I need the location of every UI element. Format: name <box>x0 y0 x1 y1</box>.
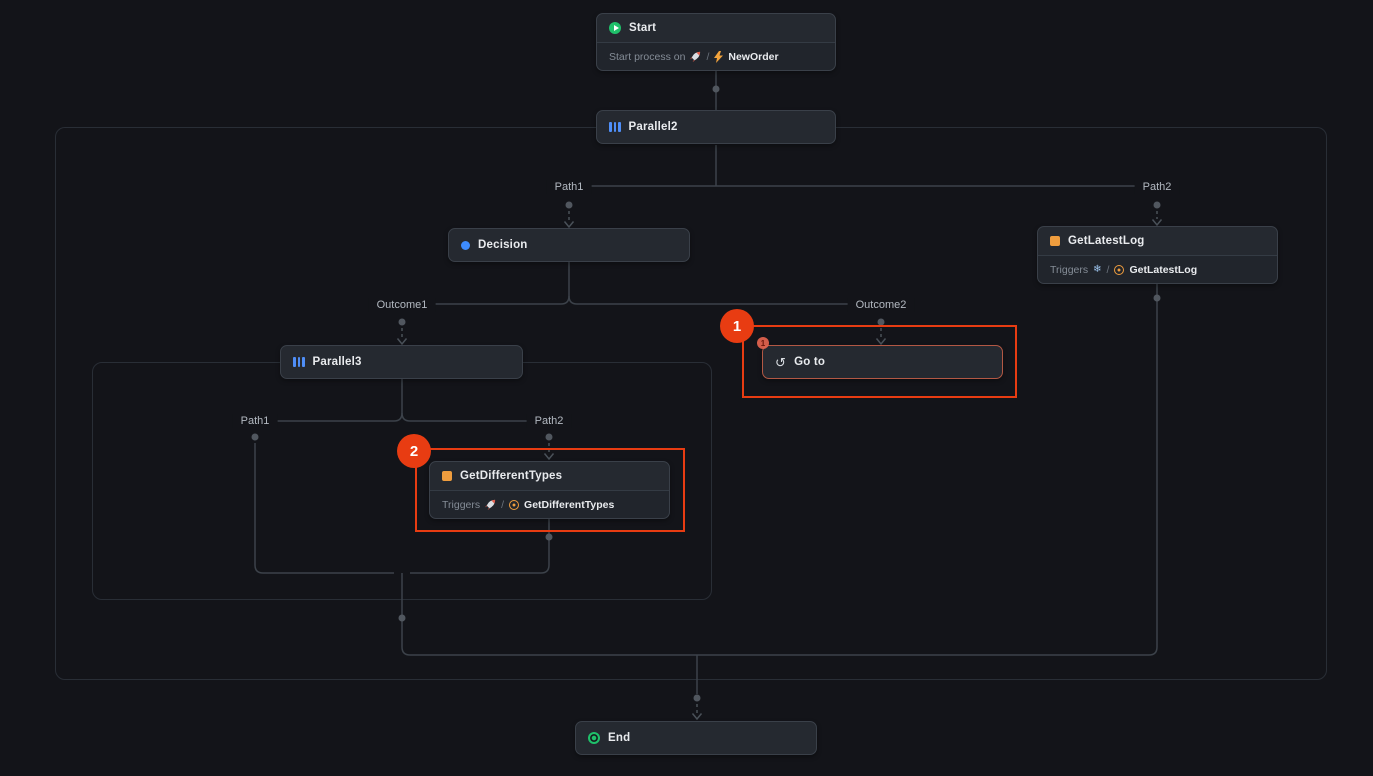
node-getlatestlog[interactable]: GetLatestLog Triggers ❄ / GetLatestLog <box>1037 226 1278 284</box>
start-subtitle-value: NewOrder <box>728 50 779 63</box>
edge-label-outcome2: Outcome2 <box>847 298 915 312</box>
node-parallel2-title: Parallel2 <box>628 121 678 133</box>
edge-label-path2: Path2 <box>1134 180 1180 194</box>
action-square-icon <box>1050 236 1060 246</box>
getlatestlog-separator: / <box>1106 263 1110 276</box>
node-getdifferenttypes-header: GetDifferentTypes <box>430 462 669 490</box>
getdifferenttypes-subtitle-value: GetDifferentTypes <box>524 498 615 511</box>
node-goto[interactable]: ↺ Go to <box>762 345 1003 379</box>
annotation-1-box <box>742 325 1017 398</box>
node-start-subtitle: Start process on / NewOrder <box>597 42 835 70</box>
node-start-title: Start <box>629 22 657 34</box>
annotation-2-number: 2 <box>397 434 431 468</box>
node-end-title: End <box>608 732 631 744</box>
node-getdifferenttypes-title: GetDifferentTypes <box>460 470 563 482</box>
node-getlatestlog-title: GetLatestLog <box>1068 235 1145 247</box>
rocket-icon <box>485 499 496 510</box>
node-parallel3-title: Parallel3 <box>312 356 362 368</box>
node-getdifferenttypes[interactable]: GetDifferentTypes Triggers / GetDifferen… <box>429 461 670 519</box>
trigger-ring-icon <box>509 499 520 510</box>
goto-loop-icon: ↺ <box>775 354 787 370</box>
parallel-icon <box>609 122 621 132</box>
node-parallel3[interactable]: Parallel3 <box>280 345 523 379</box>
getdifferenttypes-separator: / <box>501 498 505 511</box>
annotation-1-number: 1 <box>720 309 754 343</box>
node-end[interactable]: End <box>575 721 817 755</box>
end-target-icon <box>588 732 600 744</box>
annotation-2-box <box>415 448 685 532</box>
node-getlatestlog-subtitle: Triggers ❄ / GetLatestLog <box>1038 255 1277 283</box>
edge-label-path2-inner: Path2 <box>526 414 572 428</box>
node-start-header: Start <box>597 14 835 42</box>
start-separator: / <box>706 50 710 63</box>
play-icon <box>609 22 621 34</box>
node-goto-title: Go to <box>794 356 826 368</box>
trigger-ring-icon <box>1114 264 1125 275</box>
edge-label-path1: Path1 <box>546 180 592 194</box>
goto-error-badge: 1 <box>757 337 769 349</box>
node-parallel2[interactable]: Parallel2 <box>596 110 836 144</box>
edge-label-path1-inner: Path1 <box>232 414 278 428</box>
edge-label-outcome1: Outcome1 <box>368 298 436 312</box>
action-square-icon <box>442 471 452 481</box>
node-getlatestlog-header: GetLatestLog <box>1038 227 1277 255</box>
node-decision-title: Decision <box>478 239 528 251</box>
node-start[interactable]: Start Start process on / NewOrder <box>596 13 836 71</box>
getlatestlog-subtitle-prefix: Triggers <box>1050 263 1089 276</box>
rocket-icon <box>690 51 701 62</box>
node-decision[interactable]: Decision <box>448 228 690 262</box>
start-subtitle-prefix: Start process on <box>609 50 686 63</box>
node-getdifferenttypes-subtitle: Triggers / GetDifferentTypes <box>430 490 669 518</box>
parallel-icon <box>293 357 305 367</box>
getlatestlog-subtitle-value: GetLatestLog <box>1129 263 1198 276</box>
lightning-icon <box>714 50 724 63</box>
getdifferenttypes-subtitle-prefix: Triggers <box>442 498 481 511</box>
decision-icon <box>461 240 470 250</box>
snowflake-icon: ❄ <box>1093 263 1102 275</box>
